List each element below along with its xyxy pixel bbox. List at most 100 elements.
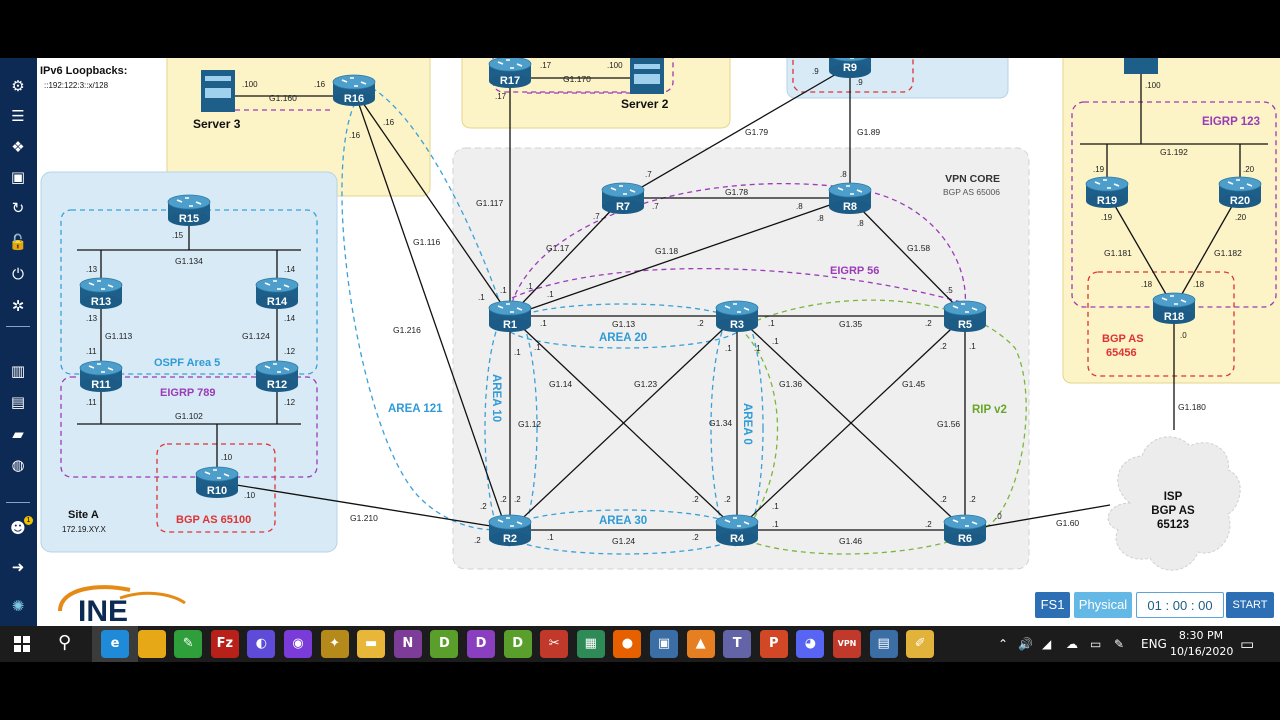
area121-label: AREA 121: [388, 403, 443, 415]
physical-button[interactable]: Physical: [1074, 592, 1132, 618]
clock-date: 10/16/2020: [1170, 645, 1234, 658]
image-icon[interactable]: ▣: [10, 168, 26, 186]
link-g145: G1.45: [902, 379, 925, 389]
ip-label: .9: [812, 67, 819, 76]
unlock-icon[interactable]: 🔓: [8, 233, 28, 251]
d-app-2-icon[interactable]: D: [467, 630, 495, 658]
snip-icon[interactable]: ✂: [540, 630, 569, 658]
game-icon[interactable]: ✦: [320, 630, 349, 658]
ip-label: .2: [514, 495, 521, 504]
clock[interactable]: 8:30 PM 10/16/2020: [1170, 628, 1234, 660]
r10-label: R10: [207, 485, 227, 497]
list-icon[interactable]: ☰: [11, 107, 25, 125]
link-g1160: G1.160: [269, 93, 297, 103]
language-indicator[interactable]: ENG: [1141, 637, 1167, 651]
notepad-icon[interactable]: ✎: [174, 630, 203, 658]
ip-label: .1: [478, 293, 485, 302]
lab-controls: FS1 Physical 01 : 00 : 00 START: [1035, 592, 1275, 618]
link-g1182: G1.182: [1214, 248, 1242, 258]
users-icon[interactable]: ☻: [10, 519, 26, 537]
links: [77, 65, 1268, 531]
windows-start-icon[interactable]: [14, 636, 30, 652]
logout-icon[interactable]: ➜: [11, 558, 25, 576]
start-button[interactable]: START: [1226, 592, 1274, 618]
site-a-network: 172.19.XY.X: [62, 525, 107, 534]
link-g1113: G1.113: [105, 331, 133, 341]
bgp65456-number: 65456: [1106, 347, 1137, 359]
ip-label: .8: [796, 202, 803, 211]
ip-label: .2: [940, 342, 947, 351]
area10-label: AREA 10: [490, 374, 502, 422]
pen-tray-icon[interactable]: ✎: [1114, 637, 1125, 651]
teams-icon[interactable]: T: [723, 630, 752, 658]
r12-label: R12: [267, 379, 287, 391]
map-icon[interactable]: ▤: [10, 393, 26, 411]
filezilla-icon[interactable]: Fz: [210, 630, 239, 658]
fs1-button[interactable]: FS1: [1035, 592, 1070, 618]
link-g117: G1.17: [546, 243, 569, 253]
powerpoint-icon[interactable]: P: [759, 630, 788, 658]
topology-icon[interactable]: ❖: [11, 138, 25, 156]
chrome-icon[interactable]: [137, 630, 166, 658]
folder-icon[interactable]: ▬: [357, 630, 386, 658]
server2-icon[interactable]: [630, 58, 664, 94]
ine-logo: INE: [58, 585, 186, 626]
d-app-1-icon[interactable]: D: [430, 630, 459, 658]
ine-logo-text: INE: [78, 595, 128, 626]
battery-icon[interactable]: ▭: [1090, 637, 1102, 651]
chart-icon[interactable]: ▥: [10, 362, 26, 380]
area30-label: AREA 30: [599, 515, 647, 527]
calculator-icon[interactable]: ▤: [869, 630, 898, 658]
link-g1124: G1.124: [242, 331, 270, 341]
vpn-icon[interactable]: VPN: [833, 630, 861, 658]
r20-label: R20: [1230, 195, 1250, 207]
top-right-server-icon[interactable]: [1124, 58, 1158, 74]
ip-label: .1: [547, 290, 554, 299]
cloud-icon[interactable]: ☁: [1066, 637, 1078, 651]
ip-label: .2: [724, 495, 731, 504]
notifications-icon[interactable]: ▭: [1240, 635, 1255, 653]
isp-cloud: ISP BGP AS 65123: [1107, 436, 1241, 571]
link-g1134: G1.134: [175, 256, 203, 266]
tools-icon[interactable]: ✲: [11, 297, 25, 315]
ip-label: .10: [244, 491, 256, 500]
search-icon[interactable]: ⚲: [58, 632, 72, 653]
vlc-icon[interactable]: ▲: [686, 630, 715, 658]
sheet-icon[interactable]: ▦: [576, 630, 605, 658]
windows-icon[interactable]: ▣: [650, 630, 678, 658]
volume-icon[interactable]: 🔊: [1018, 637, 1033, 651]
gears-icon[interactable]: ⚙: [11, 77, 25, 95]
discord-icon[interactable]: ◕: [796, 630, 825, 658]
link-g1181: G1.181: [1104, 248, 1132, 258]
ip-label: .2: [500, 495, 507, 504]
link-g189: G1.89: [857, 127, 880, 137]
link-g114: G1.14: [549, 379, 572, 389]
link-g1216: G1.216: [393, 325, 421, 335]
toggle-icon[interactable]: ◍: [11, 456, 25, 474]
firefox-icon[interactable]: ●: [613, 630, 642, 658]
ip-label: .1: [725, 344, 732, 353]
refresh-icon[interactable]: ↻: [11, 199, 25, 217]
onenote-icon[interactable]: N: [393, 630, 422, 658]
media-icon[interactable]: ◉: [284, 630, 312, 658]
notebook-icon[interactable]: ▰: [12, 425, 24, 443]
eigrp56-label: EIGRP 56: [830, 265, 879, 277]
power-icon[interactable]: ⏻: [12, 265, 24, 283]
r14-label: R14: [267, 296, 288, 308]
ip-label: .1: [540, 319, 547, 328]
pen-icon[interactable]: ✐: [906, 630, 935, 658]
tray-chevron-icon[interactable]: ⌃: [998, 637, 1009, 651]
ip-label: .8: [857, 219, 864, 228]
vpn-core-zone: [452, 147, 1030, 570]
network-icon[interactable]: ◢: [1042, 637, 1052, 651]
d-app-3-icon[interactable]: D: [503, 630, 532, 658]
isp-as-number: 65123: [1157, 519, 1189, 531]
edge-icon[interactable]: e: [101, 630, 129, 658]
browser-icon[interactable]: ◐: [247, 630, 276, 658]
ip-label: .1: [526, 282, 533, 291]
server3-icon[interactable]: [201, 70, 235, 112]
eigrp789-label: EIGRP 789: [160, 387, 215, 399]
timer-separator: :: [1165, 598, 1170, 613]
ip-label: .20: [1235, 213, 1247, 222]
ip-label: .11: [86, 398, 97, 407]
